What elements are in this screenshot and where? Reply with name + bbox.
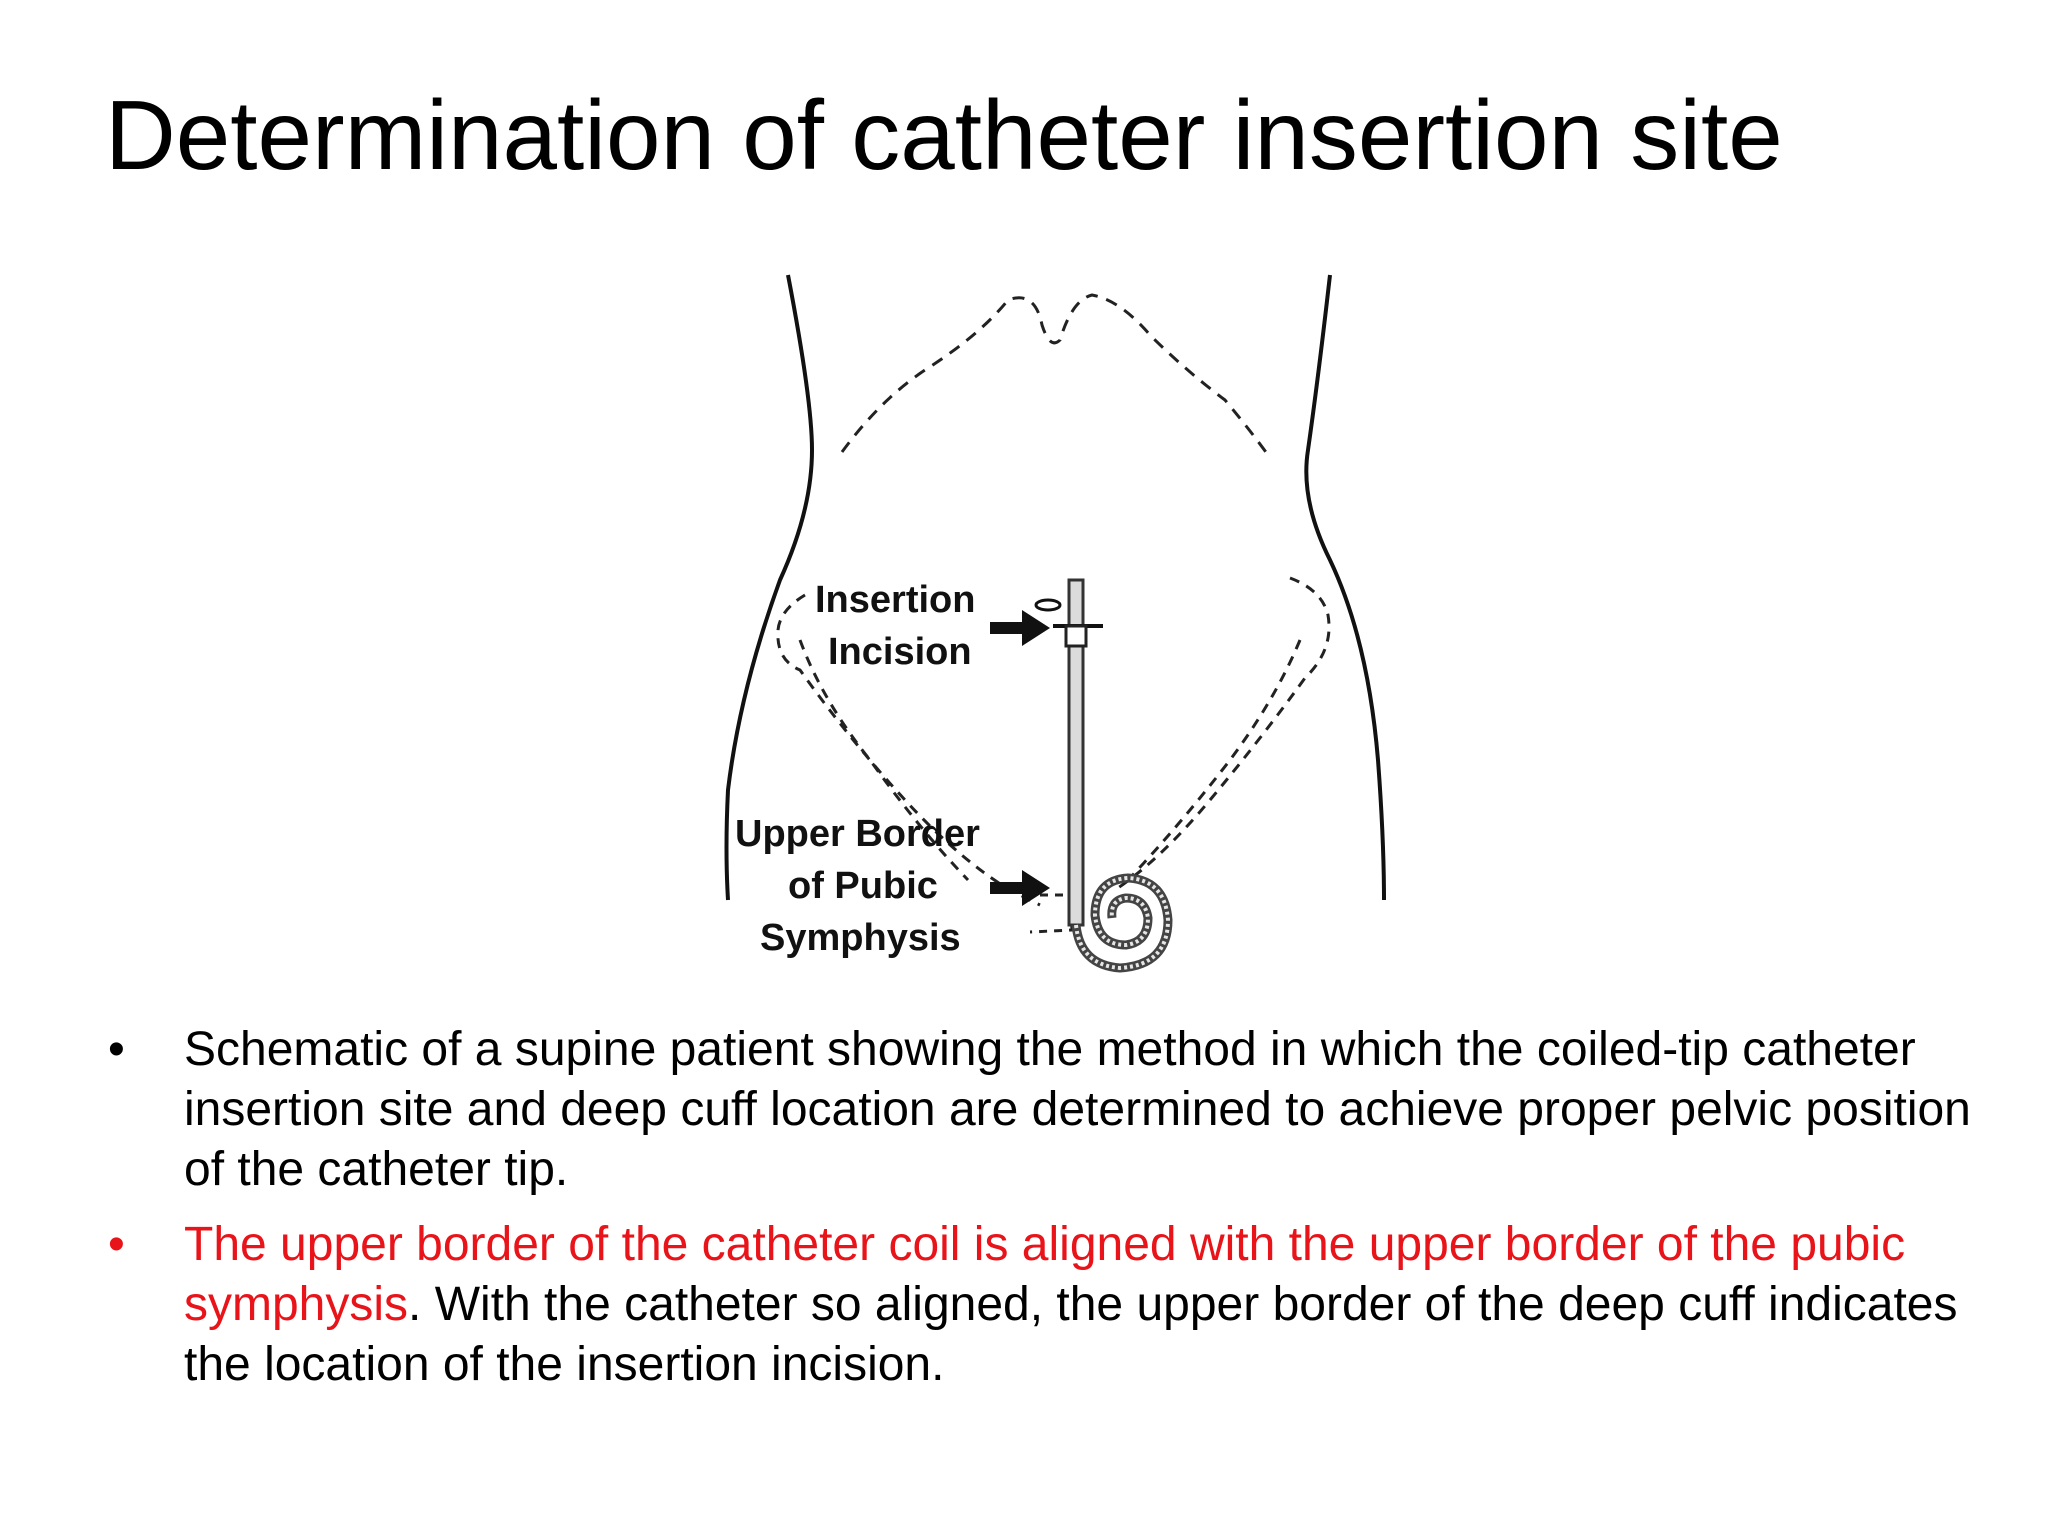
pelvis-right-dashed [1114, 576, 1331, 892]
deep-cuff [1064, 624, 1088, 648]
bullet-item-alignment: • The upper border of the catheter coil … [100, 1215, 2000, 1395]
pubic-label-line1: Upper Border [735, 813, 980, 855]
bullet-marker: • [108, 1218, 125, 1271]
torso-left-outline [724, 274, 815, 901]
bullet-highlight-text: The upper border of the catheter coil is… [184, 1218, 1906, 1331]
catheter-coil [1071, 873, 1173, 973]
pubic-label-line3: Symphysis [760, 917, 961, 959]
insertion-label-line1: Insertion [815, 579, 975, 621]
rib-cage-dashed [840, 293, 1270, 456]
pubic-symphysis-dashed [1025, 893, 1074, 934]
pubic-arrow-icon [990, 870, 1050, 906]
bullet-item-schematic: • Schematic of a supine patient showing … [100, 1020, 2000, 1200]
torso-right-outline [1304, 274, 1386, 901]
pelvis-left-inner-dashed [798, 639, 970, 882]
bullet-marker: • [108, 1023, 125, 1076]
pelvis-left-dashed [776, 593, 1041, 907]
slide-title: Determination of catheter insertion site [105, 80, 1783, 190]
bullet-list: • Schematic of a supine patient showing … [100, 1020, 2000, 1410]
bullet-text: . With the catheter so aligned, the uppe… [184, 1278, 1958, 1391]
insertion-arrow-icon [990, 610, 1050, 646]
catheter-coil-inner [1074, 875, 1171, 971]
navel-icon [1034, 598, 1062, 612]
insertion-label-line2: Incision [828, 631, 972, 673]
pelvis-right-inner-dashed [1126, 639, 1302, 882]
bullet-text: Schematic of a supine patient showing th… [184, 1023, 1971, 1196]
pubic-label-line2: of Pubic [788, 865, 938, 907]
